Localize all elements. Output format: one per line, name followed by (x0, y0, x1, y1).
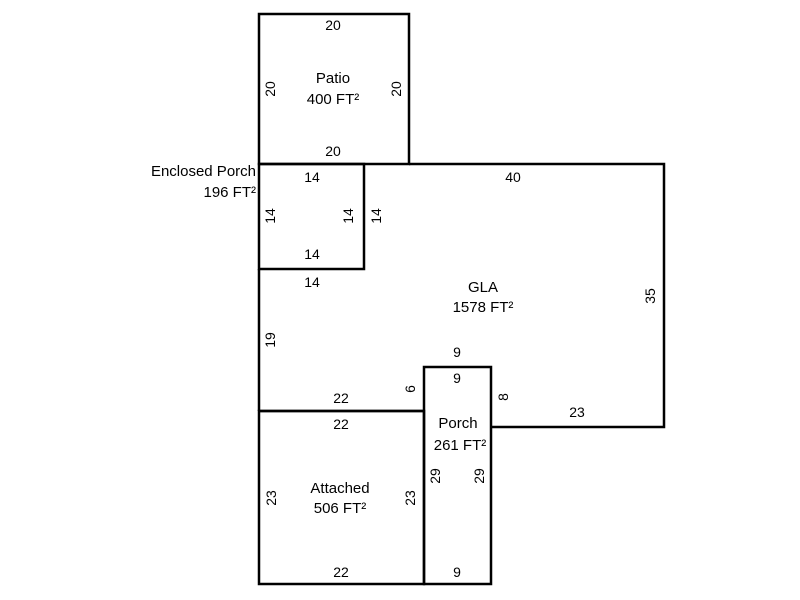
patio-area: 400 FT² (307, 91, 360, 108)
enclosed-porch-dim-left: 14 (262, 208, 278, 224)
enclosed-porch-outline (257, 162, 366, 271)
gla-dim-enclosed-right: 14 (368, 208, 384, 224)
gla-label: GLA (468, 279, 498, 296)
enclosed-porch-label: Enclosed Porch (151, 163, 256, 180)
gla-dim-porch-right: 8 (495, 393, 511, 401)
porch-dim-bottom: 9 (453, 564, 461, 580)
porch-label: Porch (438, 415, 477, 432)
attached-dim-left: 23 (263, 490, 279, 506)
gla-dim-bottom-right: 23 (569, 404, 585, 420)
gla-dim-bottom-left: 22 (333, 390, 349, 406)
enclosed-porch-dim-right: 14 (340, 208, 356, 224)
attached-dim-bottom: 22 (333, 564, 349, 580)
gla-area: 1578 FT² (453, 299, 514, 316)
porch-dim-left: 29 (427, 468, 443, 484)
porch-area: 261 FT² (434, 437, 487, 454)
gla-dim-top: 40 (505, 169, 521, 185)
porch-dim-right: 29 (471, 468, 487, 484)
gla-dim-porch-top: 9 (453, 344, 461, 360)
gla-outline-right (409, 162, 666, 429)
enclosed-porch-dim-top: 14 (304, 169, 320, 185)
attached-outline (257, 409, 426, 586)
porch-dim-top: 9 (453, 370, 461, 386)
gla-dim-enclosed-bottom: 14 (304, 274, 320, 290)
enclosed-porch-area: 196 FT² (203, 184, 256, 201)
patio-dim-top: 20 (325, 17, 341, 33)
attached-label: Attached (310, 480, 369, 497)
patio-dim-bottom: 20 (325, 143, 341, 159)
patio-outline (257, 12, 411, 166)
attached-dim-top: 22 (333, 416, 349, 432)
patio-dim-left: 20 (262, 81, 278, 97)
attached-area: 506 FT² (314, 500, 367, 517)
enclosed-porch-dim-bottom: 14 (304, 246, 320, 262)
gla-dim-porch-left: 6 (402, 385, 418, 393)
gla-dim-right: 35 (642, 288, 658, 304)
gla-dim-left: 19 (262, 332, 278, 348)
patio-dim-right: 20 (388, 81, 404, 97)
attached-dim-right: 23 (402, 490, 418, 506)
patio-label: Patio (316, 70, 350, 87)
